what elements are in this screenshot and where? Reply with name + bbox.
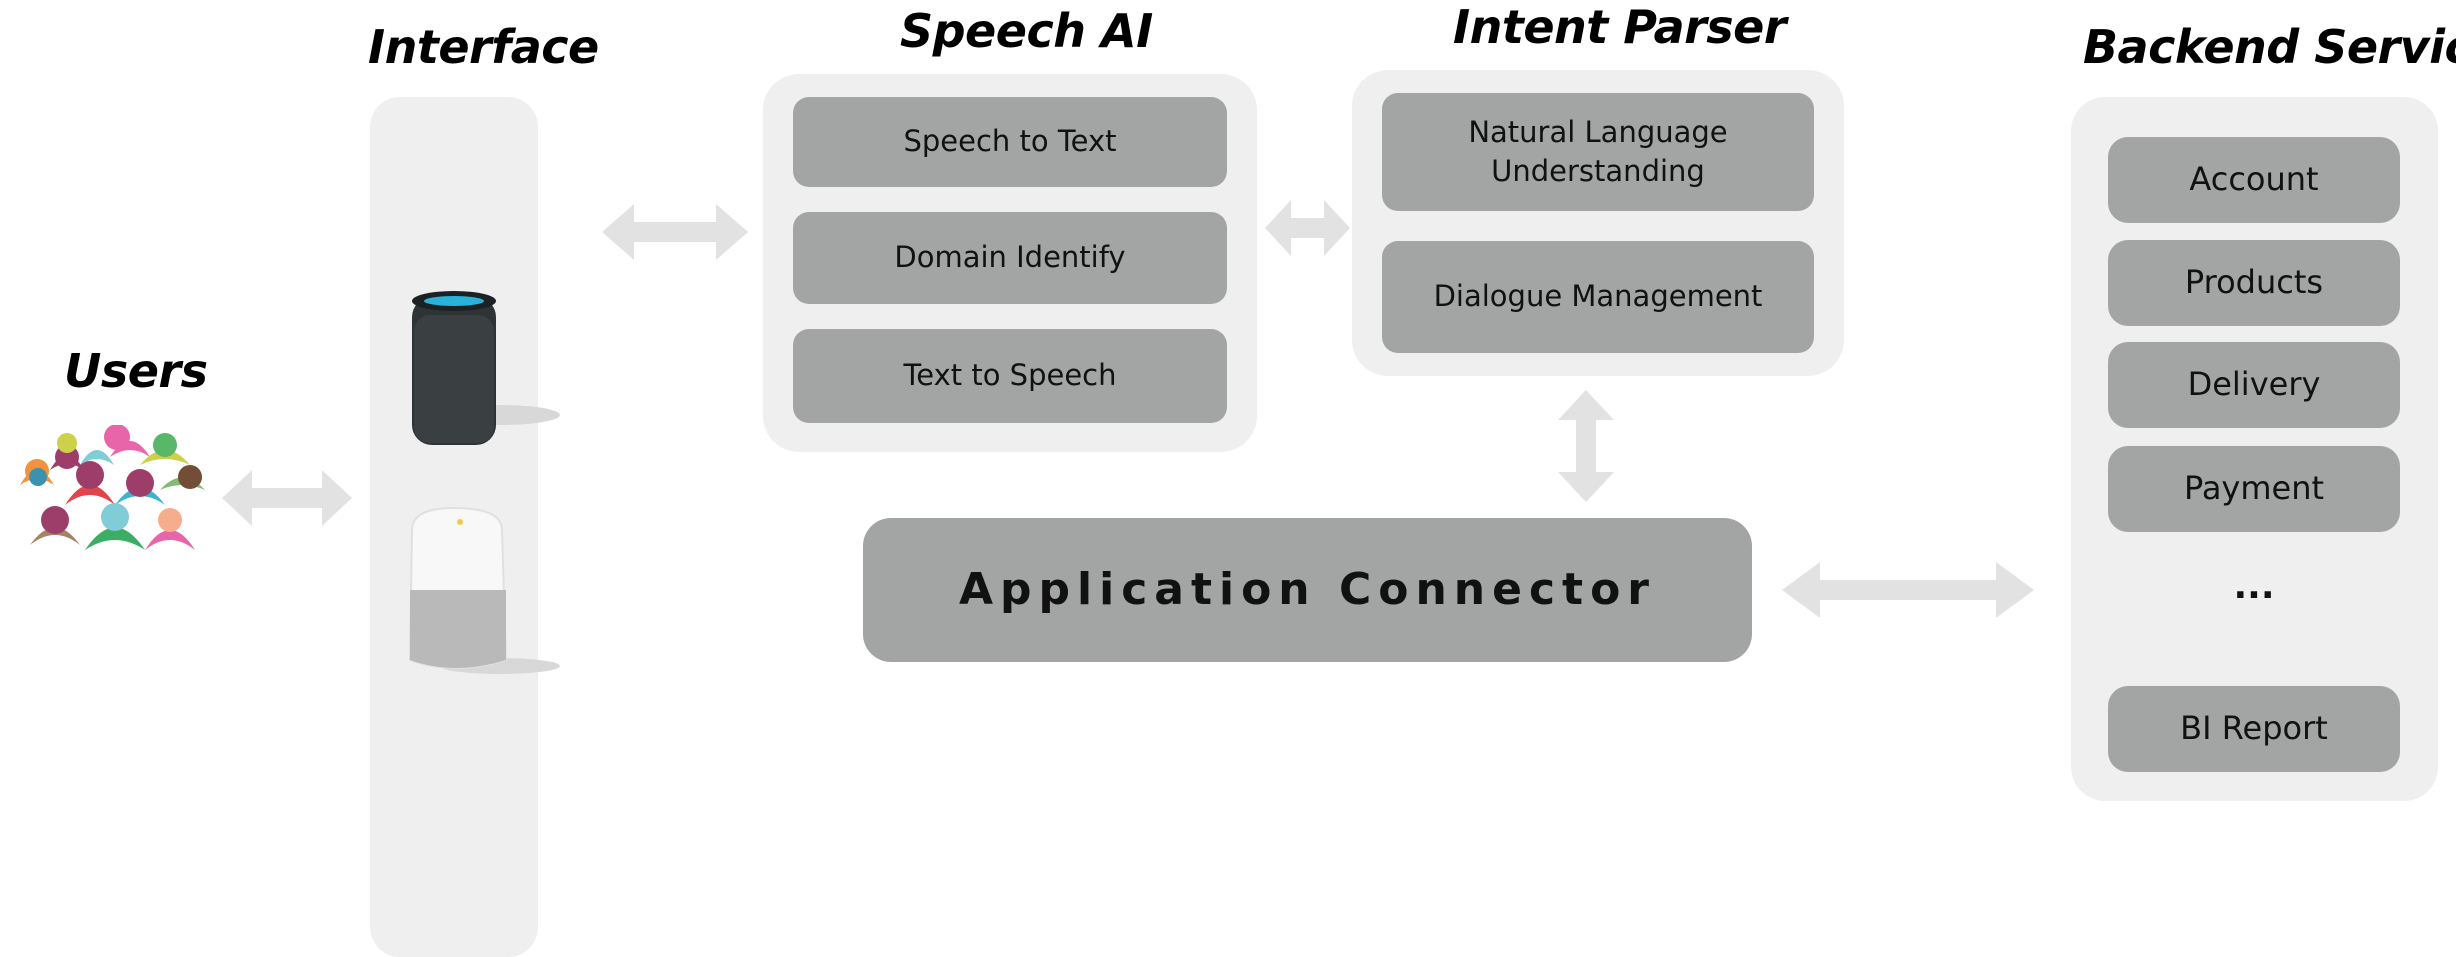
interface-title: Interface [368,20,599,74]
smart-speaker-icon [412,291,560,445]
intent-connector-arrow [1558,390,1614,502]
speech-ai-item: Text to Speech [793,329,1227,423]
backend-item: Delivery [2108,342,2400,428]
intent-parser-item: Natural Language Understanding [1382,93,1814,211]
users-interface-arrow [222,470,352,526]
intent-parser-title: Intent Parser [1453,0,1787,54]
backend-item: Payment [2108,446,2400,532]
users-title: Users [64,344,208,398]
backend-item: Account [2108,137,2400,223]
connector-backend-arrow [1782,562,2034,618]
interface-speech-arrow [602,204,748,260]
users-group-icon [20,425,205,550]
backend-services-title: Backend Services [2083,20,2456,74]
speech-intent-arrow [1265,200,1350,256]
speech-ai-item: Speech to Text [793,97,1227,187]
backend-ellipsis: ... [2233,566,2275,607]
backend-item: Products [2108,240,2400,326]
speech-ai-item: Domain Identify [793,212,1227,304]
speech-ai-title: Speech AI [900,4,1153,58]
application-connector: Application Connector [863,518,1752,662]
home-speaker-icon [408,506,560,674]
intent-parser-item: Dialogue Management [1382,241,1814,353]
backend-item: BI Report [2108,686,2400,772]
